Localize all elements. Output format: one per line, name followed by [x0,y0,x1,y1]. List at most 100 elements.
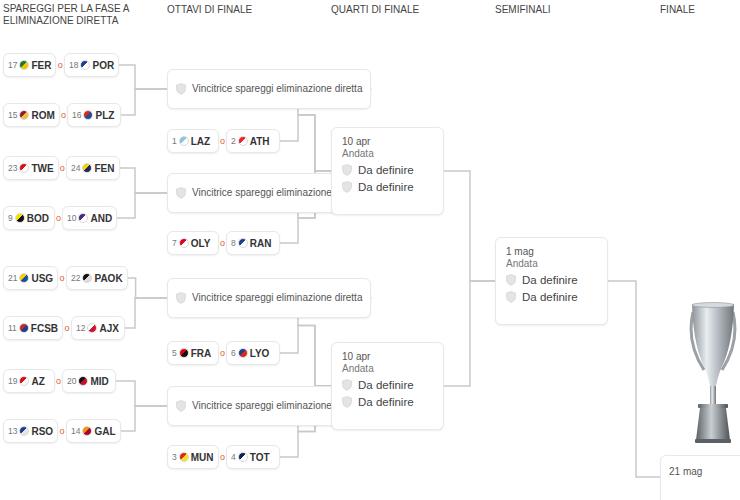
team-placeholder: Da definire [358,181,414,193]
bracket-line [608,281,660,477]
seed-number: 19 [8,376,17,386]
seed-number: 23 [8,163,17,173]
team-box: 15 ROM [3,103,60,127]
column-header: SEMIFINALI [495,4,625,16]
seed-number: 15 [8,110,17,120]
team-name: LAZ [191,136,210,147]
placeholder-text: Vincitrice spareggi eliminazione diretta [192,292,362,305]
team-slot: Da definire [342,396,433,408]
bracket-line [128,278,167,298]
club-crest [82,163,92,173]
team-name: FER [31,60,51,71]
team-name: MID [90,376,108,387]
team-name: ATH [250,136,270,147]
match-date: 1 mag [506,246,597,257]
bracket-line [280,326,331,387]
team-box: 14 GAL [66,419,121,443]
team-box: 17FER [3,53,56,77]
bracket-line [117,193,167,218]
match-date: 21 mag [669,466,740,477]
column-header: OTTAVI DI FINALE [167,4,317,16]
club-crest [19,323,29,333]
club-crest [179,136,189,146]
seed-number: 20 [67,376,76,386]
match-date: 10 apr [342,136,433,147]
club-crest [19,60,29,70]
bracket-line [116,381,167,406]
team-box: 4 TOT [226,445,280,469]
match-leg: Andata [506,258,597,269]
bracket-line [280,115,331,171]
seed-number: 7 [172,238,177,248]
team-box: 19 AZ [3,369,55,393]
seed-number: 18 [69,60,78,70]
team-name: PAOK [94,273,122,284]
match-card: 10 aprAndataDa definireDa definire [331,342,444,430]
match-card: 1 magAndata Da definire Da definire [495,237,608,325]
shield-icon [342,164,352,176]
placeholder-text: Vincitrice spareggi eliminazione diretta [192,83,362,96]
team-name: AZ [31,376,44,387]
seed-number: 2 [231,136,236,146]
seed-number: 12 [76,323,85,333]
seed-number: 14 [71,426,80,436]
seed-number: 21 [8,273,17,283]
shield-icon [176,83,186,95]
club-crest [15,213,25,223]
team-placeholder: Da definire [358,379,414,391]
club-crest [19,426,29,436]
club-crest [238,452,248,462]
seed-number: 24 [71,163,80,173]
shield-icon [506,291,516,303]
team-box: 20 MID [62,369,116,393]
bracket-line [121,89,167,115]
club-crest [83,110,93,120]
versus-mark: o [55,213,62,223]
seed-number: 10 [67,213,76,223]
versus-mark: o [219,238,226,248]
team-name: OLY [191,238,211,249]
team-box: 3MUN [167,445,219,469]
team-name: TOT [250,452,270,463]
team-slot: Da definire [506,291,597,303]
club-crest [78,376,88,386]
seed-number: 11 [8,323,17,333]
seed-number: 4 [231,452,236,462]
seed-number: 5 [172,348,177,358]
team-name: BOD [27,213,49,224]
shield-icon [342,181,352,193]
club-crest [179,348,189,358]
team-slot: Da definire [342,164,433,176]
bracket-line [121,406,167,431]
team-name: POR [92,60,114,71]
winner-placeholder-box: Vincitrice spareggi eliminazione diretta [167,69,371,109]
team-box: 5 FRA [167,341,219,365]
team-box: 23 TWE [3,156,59,180]
team-name: LYO [250,348,270,359]
team-slot: Da definire [342,379,433,391]
team-box: 18 POR [64,53,119,77]
team-name: AJX [99,323,118,334]
team-name: FRA [191,348,212,359]
team-name: ROM [31,110,54,121]
team-box: 22PAOK [66,266,128,290]
final-card: 21 mag [660,455,740,500]
team-name: USG [31,273,53,284]
seed-number: 6 [231,348,236,358]
team-placeholder: Da definire [358,396,414,408]
column-header: FINALE [660,4,730,16]
team-name: TWE [31,163,53,174]
versus-mark: o [60,110,67,120]
team-placeholder: Da definire [522,274,578,286]
seed-number: 1 [172,136,177,146]
team-box: 16PLZ [67,103,121,127]
seed-number: 3 [172,452,177,462]
club-crest [19,273,29,283]
shield-icon [176,187,186,199]
seed-number: 16 [72,110,81,120]
team-box: 13RSO [3,419,58,443]
shield-icon [176,400,186,412]
club-crest [80,60,90,70]
team-name: GAL [94,426,115,437]
